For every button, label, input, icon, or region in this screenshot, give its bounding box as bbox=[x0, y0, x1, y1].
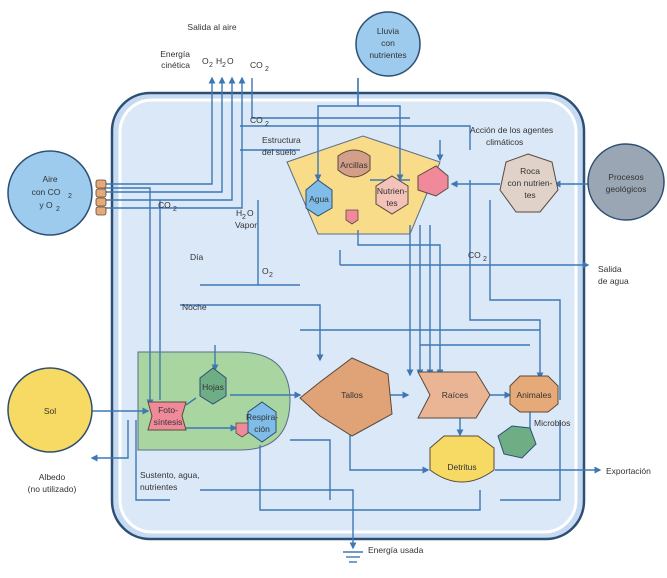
salida-agua-label-1: Salida bbox=[598, 264, 622, 274]
energia-cinetica-label-2: cinética bbox=[161, 60, 190, 70]
h2o-vapor-label-b: O bbox=[247, 208, 254, 218]
lluvia-label-2: con bbox=[381, 38, 395, 48]
hojas-node: Hojas bbox=[199, 367, 227, 405]
o2-mid-sub: 2 bbox=[269, 272, 273, 279]
o2-top-label: O bbox=[202, 56, 209, 66]
agua-node: Agua bbox=[305, 179, 333, 217]
respiracion-node: Respira- ción bbox=[246, 401, 278, 443]
salida-agua-label-2: de agua bbox=[598, 276, 629, 286]
tallos-label: Tallos bbox=[341, 390, 363, 400]
agua-label: Agua bbox=[309, 194, 329, 204]
noche-label: Noche bbox=[182, 302, 207, 312]
aire-o2-subscript: 2 bbox=[56, 206, 60, 213]
vapor-label: Vapor bbox=[235, 220, 257, 230]
accion-label-1: Acción de los agentes bbox=[470, 125, 553, 135]
co2-right-sub: 2 bbox=[483, 256, 487, 263]
albedo-label-1: Albedo bbox=[39, 472, 66, 482]
respiracion-gate-icon bbox=[235, 422, 249, 438]
co2-left-label: CO bbox=[158, 200, 171, 210]
animales-node: Animales bbox=[509, 375, 559, 413]
aire-label-2: con CO bbox=[32, 187, 61, 197]
h2o-top-sub: 2 bbox=[222, 62, 226, 69]
co2-inner-label: CO bbox=[250, 115, 263, 125]
aire-source: Aire con CO 2 y O 2 bbox=[7, 150, 93, 236]
roca-label-2: con nutrien- bbox=[508, 178, 553, 188]
fotosintesis-node: Foto- síntesis bbox=[147, 401, 187, 431]
sustento-label-1: Sustento, agua, bbox=[140, 470, 200, 480]
co2-right-label: CO bbox=[468, 250, 481, 260]
soil-gate-icon bbox=[345, 209, 359, 225]
co2-inner-sub: 2 bbox=[265, 121, 269, 128]
detritus-node: Detritus bbox=[429, 435, 495, 483]
roca-label-1: Roca bbox=[520, 166, 540, 176]
tallos-node: Tallos bbox=[299, 357, 393, 437]
procesos-source: Procesos geológicos bbox=[587, 143, 665, 221]
lluvia-source: Lluvia con nutrientes bbox=[355, 11, 421, 77]
h2o-top-label-b: O bbox=[227, 56, 234, 66]
animales-label: Animales bbox=[517, 390, 552, 400]
exportacion-label: Exportación bbox=[606, 466, 651, 476]
flow-lines bbox=[90, 76, 602, 550]
fotosintesis-label-1: Foto- bbox=[158, 405, 178, 415]
aire-co2-subscript: 2 bbox=[68, 193, 72, 200]
co2-top-label: CO bbox=[250, 60, 263, 70]
accion-label-2: climáticos bbox=[486, 137, 523, 147]
respiracion-label-2: ción bbox=[254, 424, 270, 434]
energia-usada-label: Energía usada bbox=[368, 545, 424, 555]
raices-node: Raíces bbox=[417, 371, 491, 419]
accion-climatica-icon bbox=[417, 165, 449, 197]
respiracion-label-1: Respira- bbox=[246, 412, 278, 422]
detritus-label: Detritus bbox=[447, 462, 476, 472]
sol-source: Sol bbox=[7, 367, 93, 453]
sustento-label-2: nutrientes bbox=[140, 482, 177, 492]
dia-label: Día bbox=[190, 252, 204, 262]
aire-label-3: y O bbox=[39, 200, 53, 210]
o2-mid-label: O bbox=[262, 266, 269, 276]
nutrientes-label-2: tes bbox=[386, 198, 397, 208]
arcillas-node: Arcillas bbox=[337, 149, 371, 178]
estructura-label-2: del suelo bbox=[262, 147, 296, 157]
salida-aire-label: Salida al aire bbox=[187, 22, 236, 32]
lluvia-label-1: Lluvia bbox=[377, 26, 399, 36]
procesos-label-1: Procesos bbox=[608, 172, 643, 182]
h2o-vapor-label-a: H bbox=[236, 208, 242, 218]
air-gates bbox=[95, 179, 107, 216]
roca-label-3: tes bbox=[524, 190, 535, 200]
h2o-vapor-sub: 2 bbox=[242, 214, 246, 221]
lluvia-label-3: nutrientes bbox=[369, 50, 406, 60]
nutrientes-label-1: Nutrien- bbox=[377, 186, 407, 196]
arcillas-label: Arcillas bbox=[340, 160, 367, 170]
h2o-top-label-a: H bbox=[216, 56, 222, 66]
co2-left-sub: 2 bbox=[173, 206, 177, 213]
estructura-label-1: Estructura bbox=[262, 135, 301, 145]
ground-icon bbox=[343, 551, 363, 563]
nutrientes-node: Nutrien- tes bbox=[375, 175, 409, 215]
microbios-label: Microbios bbox=[534, 418, 570, 428]
co2-top-sub: 2 bbox=[265, 66, 269, 73]
microbios-node: Microbios bbox=[497, 418, 570, 459]
albedo-label-2: (no utilizado) bbox=[28, 484, 77, 494]
roca-node: Roca con nutrien- tes bbox=[499, 153, 559, 213]
aire-label-1: Aire bbox=[42, 174, 57, 184]
sol-label: Sol bbox=[44, 406, 56, 416]
fotosintesis-label-2: síntesis bbox=[154, 417, 183, 427]
energia-cinetica-label-1: Energía bbox=[160, 49, 190, 59]
hojas-label: Hojas bbox=[202, 382, 224, 392]
o2-top-sub: 2 bbox=[209, 62, 213, 69]
raices-label: Raíces bbox=[442, 390, 468, 400]
procesos-label-2: geológicos bbox=[606, 184, 647, 194]
